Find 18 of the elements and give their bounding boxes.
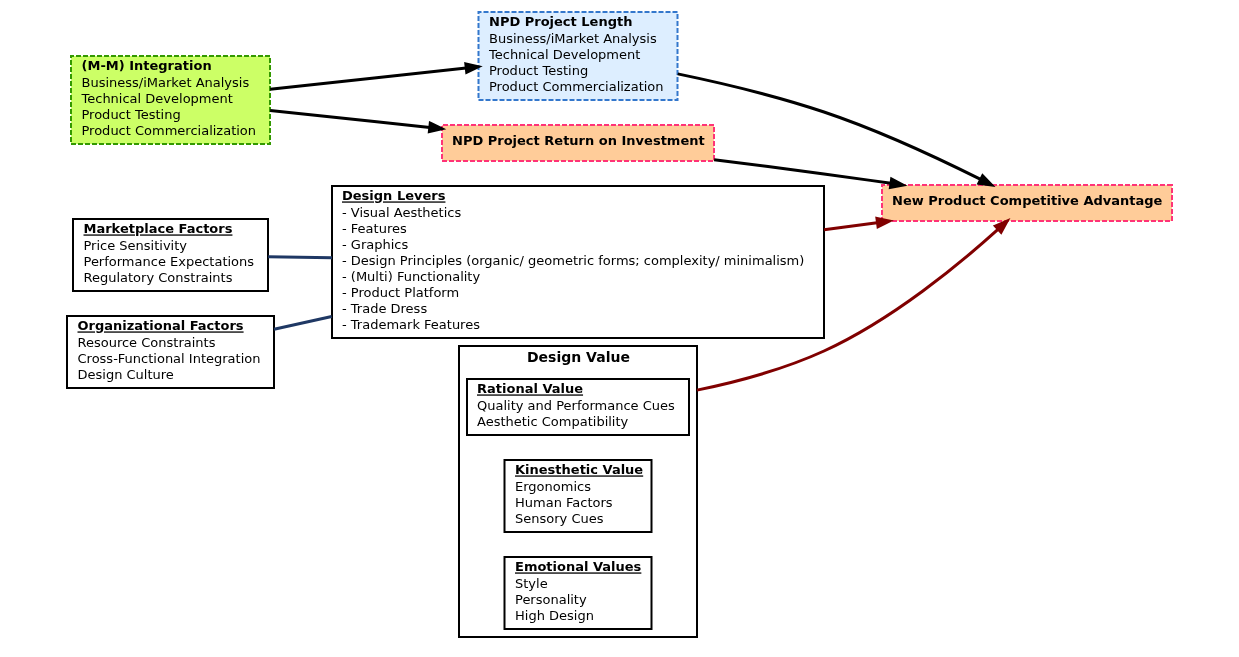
- node-box: Design Levers - Visual Aesthetics - Features - Graphics - Design Principles (organic/ geometric forms; complexity/ minimalism) - (Multi) Functionality - Product Platform - Trade Dress - Trademark Features: [331, 185, 825, 339]
- node-box: New Product Competitive Advantage: [881, 184, 1173, 222]
- node-box: Rational Value Quality and Performance Cues Aesthetic Compatibility: [466, 378, 690, 436]
- node-box: Emotional Values Style Personality High Design: [503, 556, 653, 630]
- connector: [273, 314, 333, 331]
- arrow: [270, 61, 483, 91]
- node-box: Organizational Factors Resource Constraints Cross-Functional Integration Design Culture: [66, 315, 275, 389]
- arrow: [823, 216, 894, 232]
- arrow: [696, 218, 1011, 392]
- connector: [268, 255, 332, 260]
- node-box: Marketplace Factors Price Sensitivity Performance Expectations Regulatory Constraints: [72, 218, 269, 292]
- node-box: (M-M) Integration Business/iMarket Analysis Technical Development Product Testing Product Commercialization: [70, 55, 271, 145]
- node-box: Kinesthetic Value Ergonomics Human Factors Sensory Cues: [503, 459, 653, 533]
- node-box: NPD Project Length Business/iMarket Analysis Technical Development Product Testing Product Commercialization: [477, 11, 679, 101]
- node-box: NPD Project Return on Investment: [441, 124, 715, 162]
- arrow: [713, 158, 908, 190]
- arrow: [270, 108, 447, 134]
- arrow: [677, 72, 996, 187]
